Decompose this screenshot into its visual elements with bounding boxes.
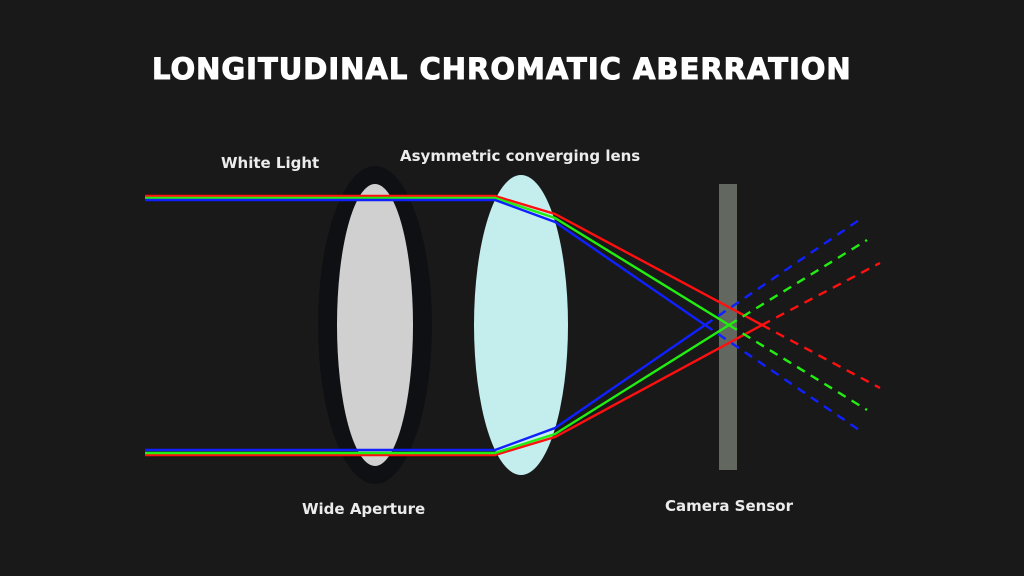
green-ray-extension-upper <box>728 238 868 327</box>
red-ray-extension-upper <box>761 261 881 327</box>
aperture-glass <box>337 184 413 466</box>
page-title: Longitudinal Chromatic Aberration <box>152 52 852 87</box>
sensor-label: Camera Sensor <box>665 497 793 515</box>
green-ray-extension-lower <box>728 323 868 412</box>
aperture-label: Wide Aperture <box>302 500 426 518</box>
lens-label: Asymmetric converging lens <box>400 147 641 165</box>
green-ray <box>145 196 732 455</box>
converging-lens <box>474 175 568 475</box>
red-ray <box>145 194 765 457</box>
white-light-label: White Light <box>221 154 320 172</box>
red-ray-extension-lower <box>761 323 881 390</box>
